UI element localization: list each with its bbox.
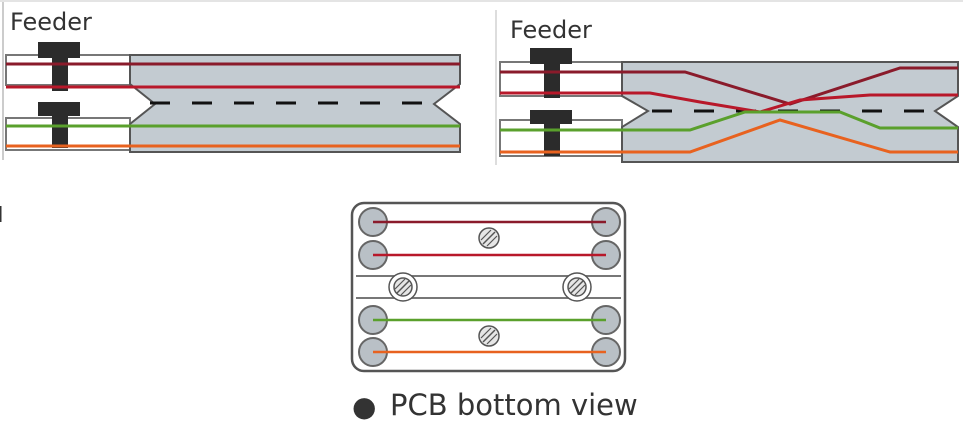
straight-track-panel: Feeder xyxy=(5,8,461,153)
feeder-label-left: Feeder xyxy=(10,8,92,36)
pcb-outline xyxy=(350,201,627,373)
screw-icon xyxy=(388,272,418,302)
pcb-caption: PCB bottom view xyxy=(390,388,638,422)
screw-icon xyxy=(478,227,500,249)
screw-icon xyxy=(478,325,500,347)
caption-bullet: ● xyxy=(352,390,376,423)
rail-stub-upper xyxy=(499,61,623,97)
pcb-bottom-view xyxy=(350,201,627,373)
wire-green xyxy=(500,110,958,132)
crossover-track-panel: Feeder xyxy=(495,10,959,165)
feeder-connector-bottom xyxy=(38,102,80,148)
wire-orange xyxy=(500,118,958,154)
feeder-label-right: Feeder xyxy=(510,16,592,44)
screw-icon xyxy=(562,272,592,302)
